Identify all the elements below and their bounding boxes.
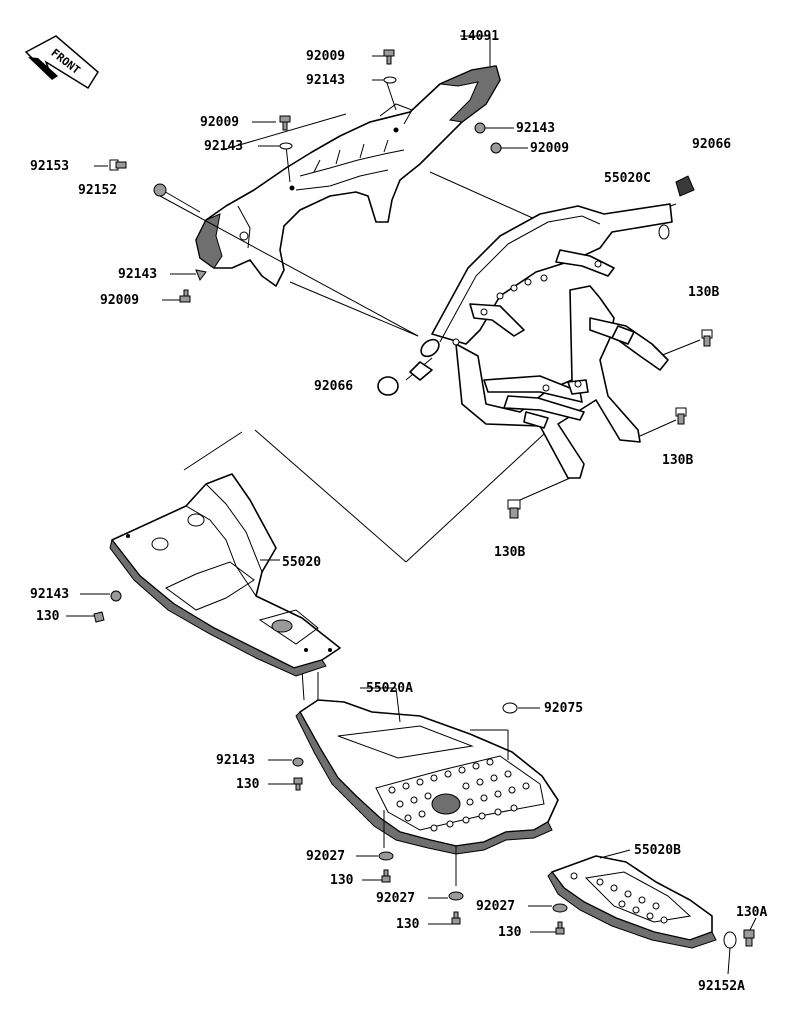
callout-92066-left: 92066 — [314, 379, 353, 394]
upper-hardware — [109, 49, 502, 303]
callout-92027-b: 92027 — [376, 891, 415, 906]
callout-55020A: 55020A — [366, 681, 413, 696]
callout-130-guard: 130 — [36, 609, 60, 624]
bolt-130B-low — [507, 499, 521, 519]
callout-130-c: 130 — [498, 925, 522, 940]
bolt-130B-mid — [675, 407, 687, 425]
callout-130-plate: 130 — [236, 777, 260, 792]
callout-92066-top: 92066 — [692, 137, 731, 152]
callout-labels: 14091 92009 92143 92009 92143 92143 9200… — [30, 29, 767, 994]
callout-92143-top: 92143 — [306, 73, 345, 88]
callout-92009-right: 92009 — [530, 141, 569, 156]
callout-92027-a: 92027 — [306, 849, 345, 864]
callout-92009-mid: 92009 — [200, 115, 239, 130]
skid-plate-55020A — [295, 699, 559, 886]
callout-130-b: 130 — [396, 917, 420, 932]
callout-130-a: 130 — [330, 873, 354, 888]
callout-92075: 92075 — [544, 701, 583, 716]
bolt-130B-top — [701, 329, 713, 347]
callout-130A: 130A — [736, 905, 767, 920]
callout-130B-low: 130B — [494, 545, 525, 560]
guide-lines — [159, 113, 701, 702]
callout-92152: 92152 — [78, 183, 117, 198]
bumper-frame-55020C — [377, 175, 713, 519]
callout-92009-low: 92009 — [100, 293, 139, 308]
rear-skid-55020B — [547, 855, 755, 949]
rear-skid-holes — [570, 872, 668, 924]
leader-lines-lower — [66, 559, 757, 975]
callout-92143-low: 92143 — [118, 267, 157, 282]
callout-55020C: 55020C — [604, 171, 651, 186]
callout-92152A: 92152A — [698, 979, 745, 994]
callout-92153: 92153 — [30, 159, 69, 174]
callout-55020: 55020 — [282, 555, 321, 570]
front-arrow-icon: FRONT — [24, 35, 99, 90]
callout-92143-guard: 92143 — [30, 587, 69, 602]
callout-92143-right: 92143 — [516, 121, 555, 136]
callout-130B-mid: 130B — [662, 453, 693, 468]
callout-92143-mid: 92143 — [204, 139, 243, 154]
guard-55020 — [93, 473, 341, 677]
callout-92009-top: 92009 — [306, 49, 345, 64]
callout-92027-c: 92027 — [476, 899, 515, 914]
callout-55020B: 55020B — [634, 843, 681, 858]
leader-lines-upper — [94, 35, 528, 301]
callout-92143-plate: 92143 — [216, 753, 255, 768]
upper-cover-14091 — [195, 65, 501, 287]
skid-holes — [388, 758, 530, 832]
end-cap — [377, 376, 399, 396]
callout-130B-top: 130B — [688, 285, 719, 300]
skid-hardware — [292, 757, 464, 925]
callout-14091: 14091 — [460, 29, 499, 44]
